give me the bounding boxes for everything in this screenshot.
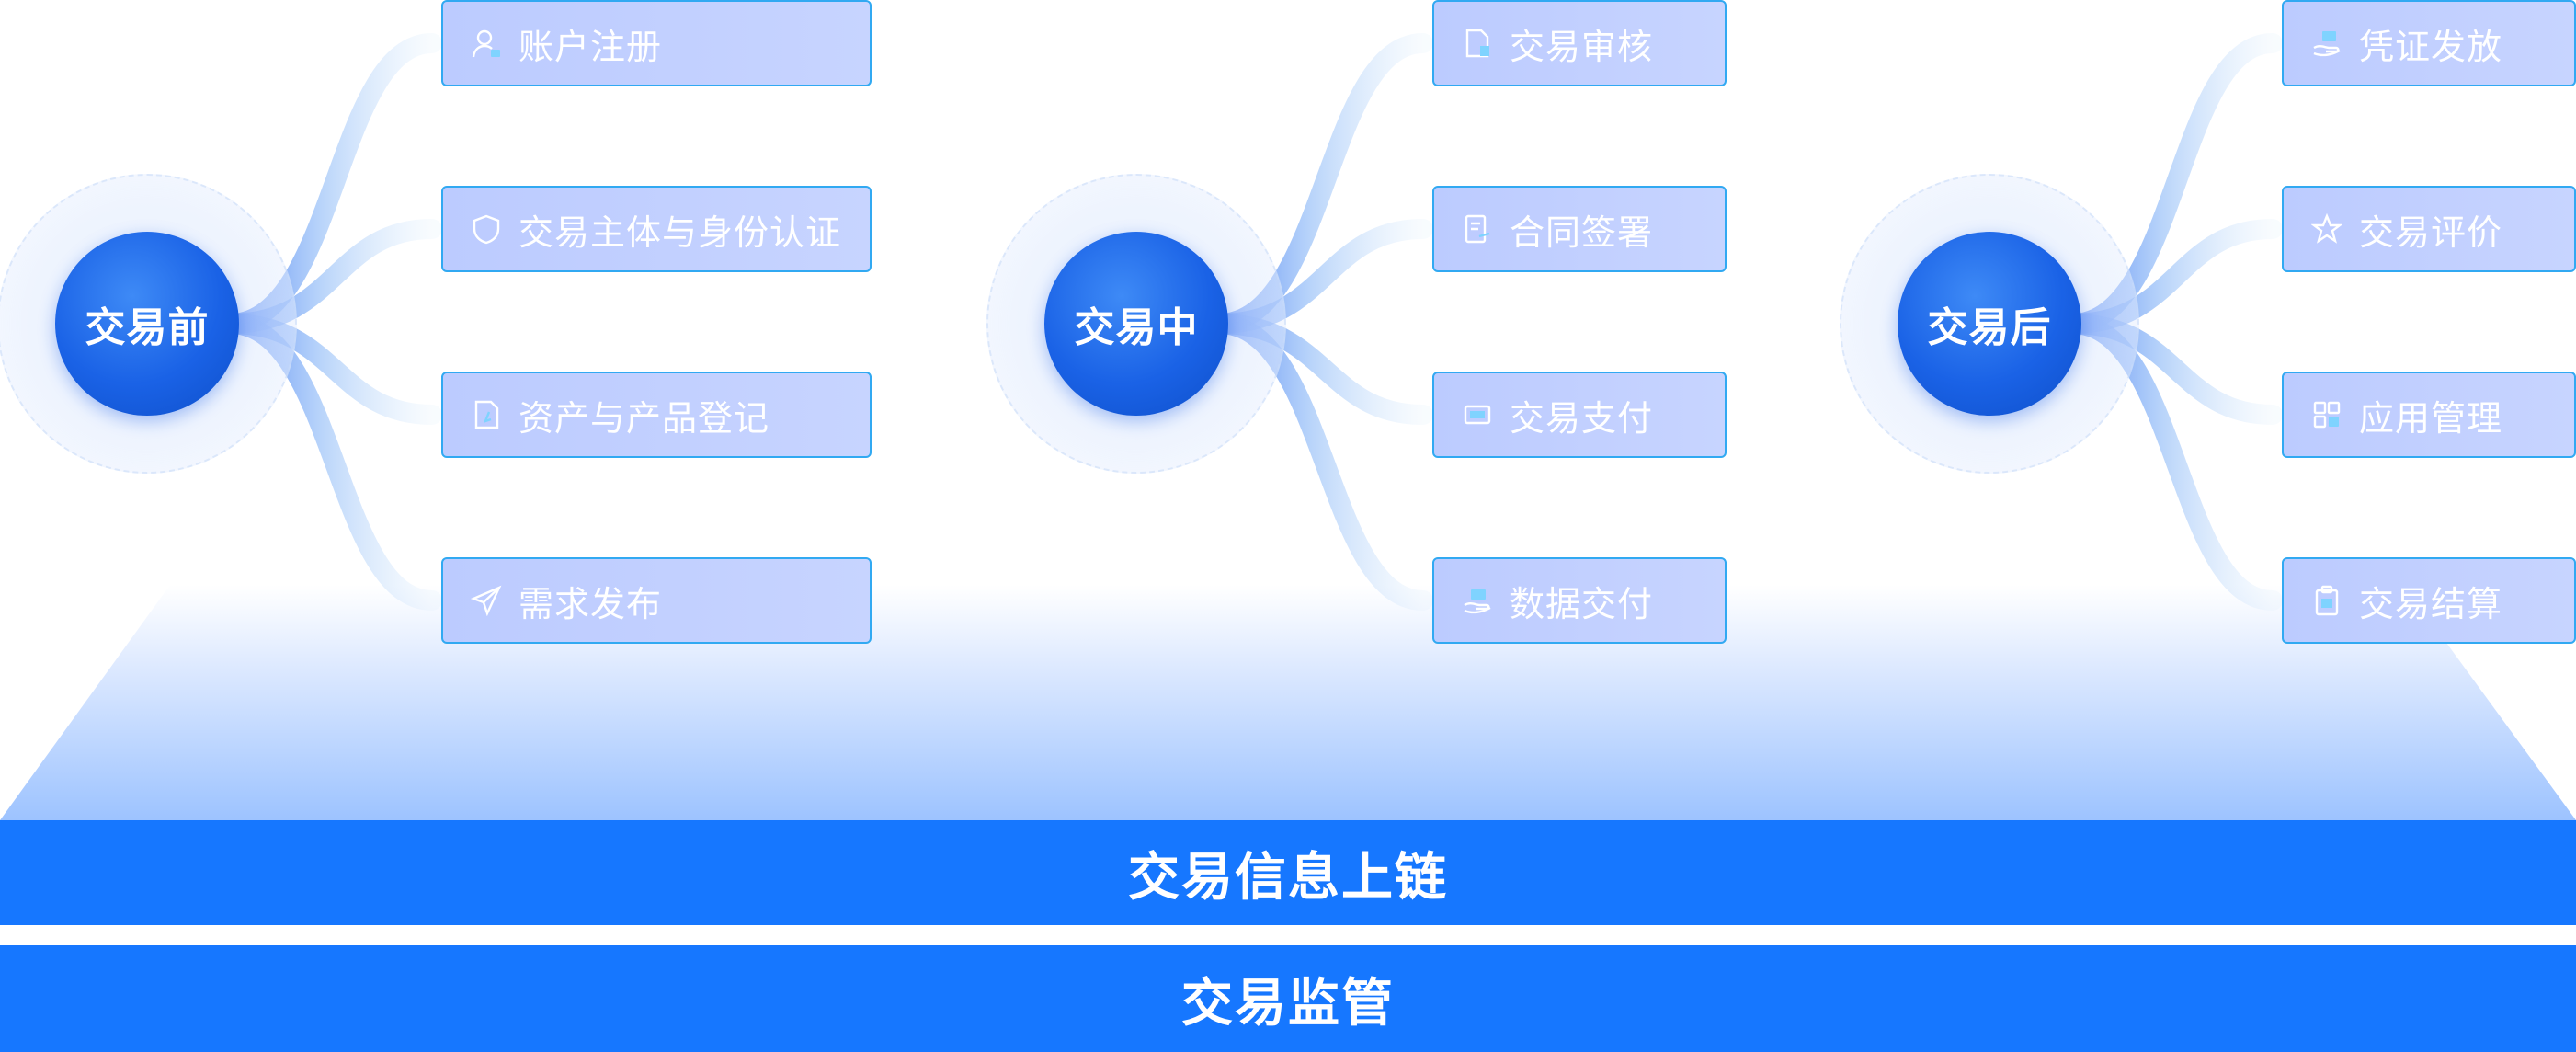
step-label: 资产与产品登记	[519, 397, 770, 439]
contract-icon	[1456, 213, 1499, 245]
step-asset-registration[interactable]: 资产与产品登记	[441, 372, 872, 458]
step-account-registration[interactable]: 账户注册	[441, 0, 872, 86]
send-icon	[465, 585, 507, 616]
step-certificate-issue[interactable]: 凭证发放	[2282, 0, 2576, 86]
clipboard-icon	[2306, 585, 2348, 616]
step-transaction-settlement[interactable]: 交易结算	[2282, 557, 2576, 644]
phase-node-before: 交易前	[55, 232, 239, 416]
phase-label-during: 交易中	[1074, 304, 1199, 351]
card-icon	[1456, 399, 1499, 430]
step-label: 合同签署	[1510, 212, 1654, 253]
phase-label-before: 交易前	[85, 304, 210, 351]
step-label: 账户注册	[519, 26, 663, 67]
step-transaction-review[interactable]: 交易审核	[1432, 0, 1727, 86]
star-icon	[2306, 213, 2348, 245]
step-identity-verification[interactable]: 交易主体与身份认证	[441, 186, 872, 272]
chain-bar: 交易信息上链	[0, 820, 2576, 925]
phase-label-after: 交易后	[1927, 304, 2052, 351]
step-demand-publish[interactable]: 需求发布	[441, 557, 872, 644]
step-label: 交易主体与身份认证	[519, 212, 842, 253]
hand-data-icon	[1456, 585, 1499, 616]
apps-grid-icon	[2306, 399, 2348, 430]
hand-certificate-icon	[2306, 28, 2348, 59]
step-label: 交易评价	[2359, 212, 2503, 253]
user-icon	[465, 28, 507, 59]
step-contract-signing[interactable]: 合同签署	[1432, 186, 1727, 272]
step-label: 应用管理	[2359, 397, 2503, 439]
phase-node-after: 交易后	[1898, 232, 2081, 416]
step-transaction-rating[interactable]: 交易评价	[2282, 186, 2576, 272]
phase-node-during: 交易中	[1044, 232, 1228, 416]
shield-icon	[465, 213, 507, 245]
step-transaction-payment[interactable]: 交易支付	[1432, 372, 1727, 458]
step-label: 需求发布	[519, 583, 663, 624]
supervision-bar-label: 交易监管	[1181, 973, 1395, 1034]
step-data-delivery[interactable]: 数据交付	[1432, 557, 1727, 644]
chain-bar-label: 交易信息上链	[1128, 847, 1448, 908]
step-application-management[interactable]: 应用管理	[2282, 372, 2576, 458]
step-label: 凭证发放	[2359, 26, 2503, 67]
step-label: 数据交付	[1510, 583, 1654, 624]
step-label: 交易支付	[1510, 397, 1654, 439]
supervision-bar: 交易监管	[0, 945, 2576, 1052]
step-label: 交易结算	[2359, 583, 2503, 624]
document-icon	[465, 399, 507, 430]
file-check-icon	[1456, 28, 1499, 59]
step-label: 交易审核	[1510, 26, 1654, 67]
